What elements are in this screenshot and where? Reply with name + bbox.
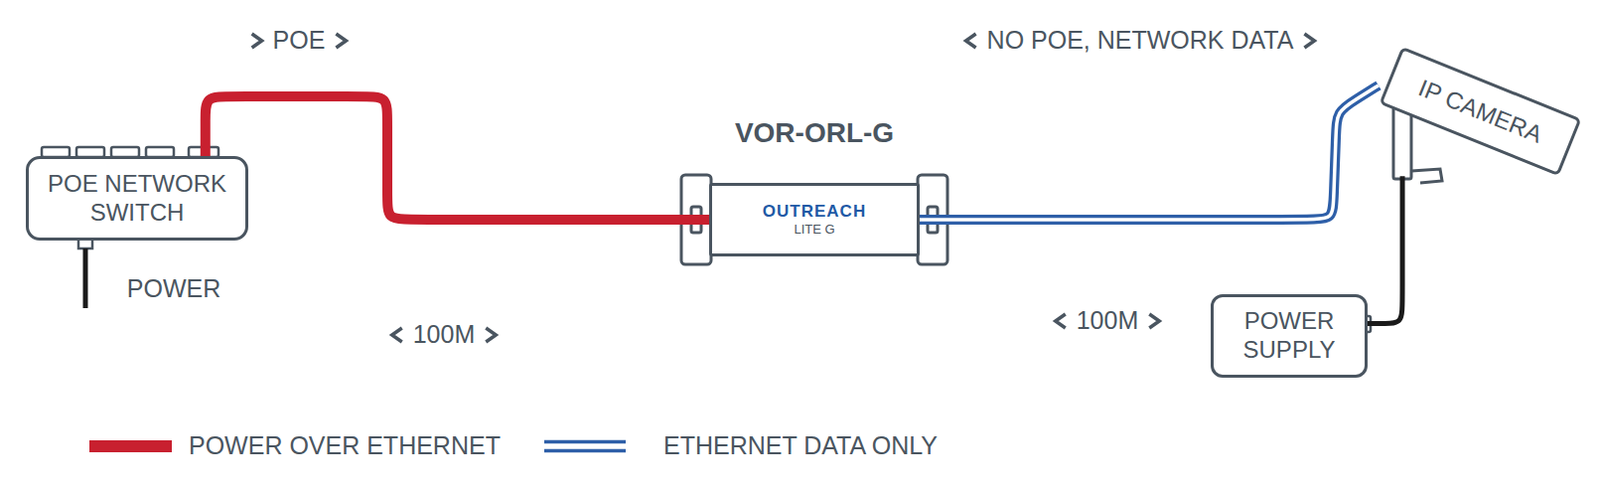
camera-label: IP CAMERA (1414, 73, 1547, 149)
swatch-line (544, 439, 626, 444)
chevron (335, 33, 346, 48)
chevron (1304, 33, 1314, 48)
cable-label: NO POE, NETWORK DATA (985, 26, 1297, 55)
supply-label: POWER SUPPLY (1224, 306, 1354, 365)
chevron (1055, 313, 1066, 328)
swatch-line (544, 448, 626, 453)
power-plug (78, 238, 93, 249)
power-cable (1367, 175, 1403, 323)
power-cord (83, 248, 89, 308)
poe-line (205, 96, 710, 220)
power-label: POWER (125, 275, 223, 303)
switch-label: POE NETWORK SWITCH (39, 169, 235, 228)
switch-ports (41, 146, 219, 157)
swatch-bar (89, 439, 172, 452)
chevron (966, 33, 977, 48)
power-line (1367, 175, 1403, 323)
camera-mount (1393, 107, 1443, 183)
poe-cable (205, 96, 710, 220)
legend-label: ETHERNET DATA ONLY (661, 432, 940, 460)
device-box: VOR-ORL-GOUTREACHLITE G (709, 182, 920, 257)
cable-label: POE (271, 26, 328, 55)
supply-box: POWER SUPPLY (1210, 293, 1368, 378)
chevron (485, 327, 496, 342)
chevron (252, 33, 263, 48)
brand-name: OUTREACH (762, 201, 867, 222)
chevron (392, 327, 403, 342)
distance-label: 100M (1074, 306, 1142, 335)
chevron (1149, 313, 1160, 328)
data-cable (919, 85, 1379, 220)
brand-model: LITE G (793, 221, 835, 238)
legend-label: POWER OVER ETHERNET (186, 432, 503, 460)
data-line-gap (919, 85, 1379, 220)
switch-box: POE NETWORK SWITCH (25, 155, 249, 241)
legend-swatch (89, 439, 172, 452)
legend-swatch (544, 441, 626, 451)
camera-body: IP CAMERA (1378, 46, 1582, 177)
device-caps (681, 174, 948, 265)
distance-label: 100M (411, 320, 478, 349)
device-title: VOR-ORL-G (734, 116, 894, 150)
data-line-outer (919, 85, 1379, 220)
